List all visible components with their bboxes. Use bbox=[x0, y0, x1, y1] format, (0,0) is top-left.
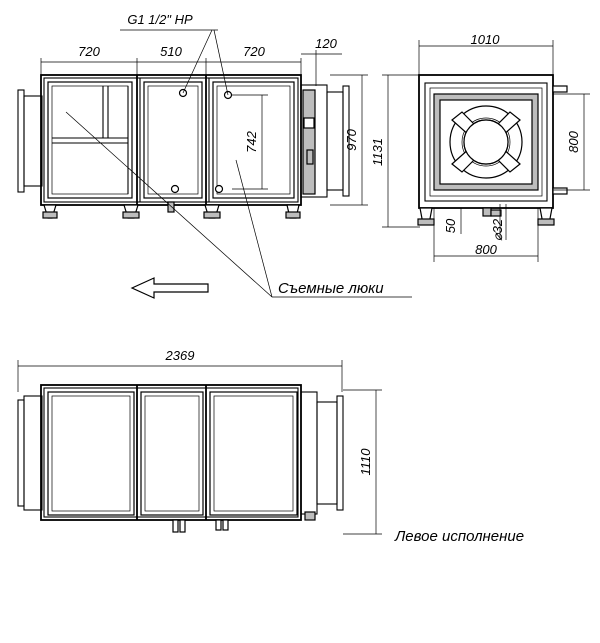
dim-1010: 1010 bbox=[471, 32, 501, 47]
dim-50: 50 bbox=[443, 218, 458, 233]
dim-510: 510 bbox=[160, 44, 182, 59]
hatch-panel bbox=[47, 81, 133, 199]
dim-970: 970 bbox=[344, 128, 359, 150]
pipe-connection bbox=[170, 184, 180, 194]
dim-2369: 2369 bbox=[165, 348, 195, 363]
dim-120: 120 bbox=[315, 36, 337, 51]
hatch-panel bbox=[47, 391, 135, 516]
dim-1131: 1131 bbox=[370, 138, 385, 166]
fan-icon bbox=[449, 105, 523, 179]
arrow-left-icon bbox=[130, 277, 209, 299]
hatch-panel bbox=[212, 81, 295, 199]
hatch-panel bbox=[143, 81, 203, 199]
dim-32: ⌀32 bbox=[490, 218, 505, 241]
label-removable-hatches: Съемные люки bbox=[278, 280, 384, 297]
label-pipe-thread: G1 1/2" HP bbox=[127, 12, 193, 27]
hatch-panel bbox=[140, 391, 204, 516]
dim-1110: 1110 bbox=[358, 448, 373, 476]
dim-800-horizontal: 800 bbox=[475, 242, 497, 257]
side-view: 1131 1010 bbox=[370, 32, 590, 262]
dim-800-vertical: 800 bbox=[566, 130, 581, 152]
front-view: 720 510 720 120 G1 1/2" HP 742 970 Съемн… bbox=[17, 12, 412, 299]
dim-720-right: 720 bbox=[243, 44, 265, 59]
top-view: 2369 1110 Левое исполнение bbox=[17, 348, 524, 545]
dim-720-left: 720 bbox=[78, 44, 100, 59]
dim-742: 742 bbox=[244, 130, 259, 152]
label-left-version: Левое исполнение bbox=[394, 528, 524, 545]
hatch-panel bbox=[209, 391, 298, 516]
